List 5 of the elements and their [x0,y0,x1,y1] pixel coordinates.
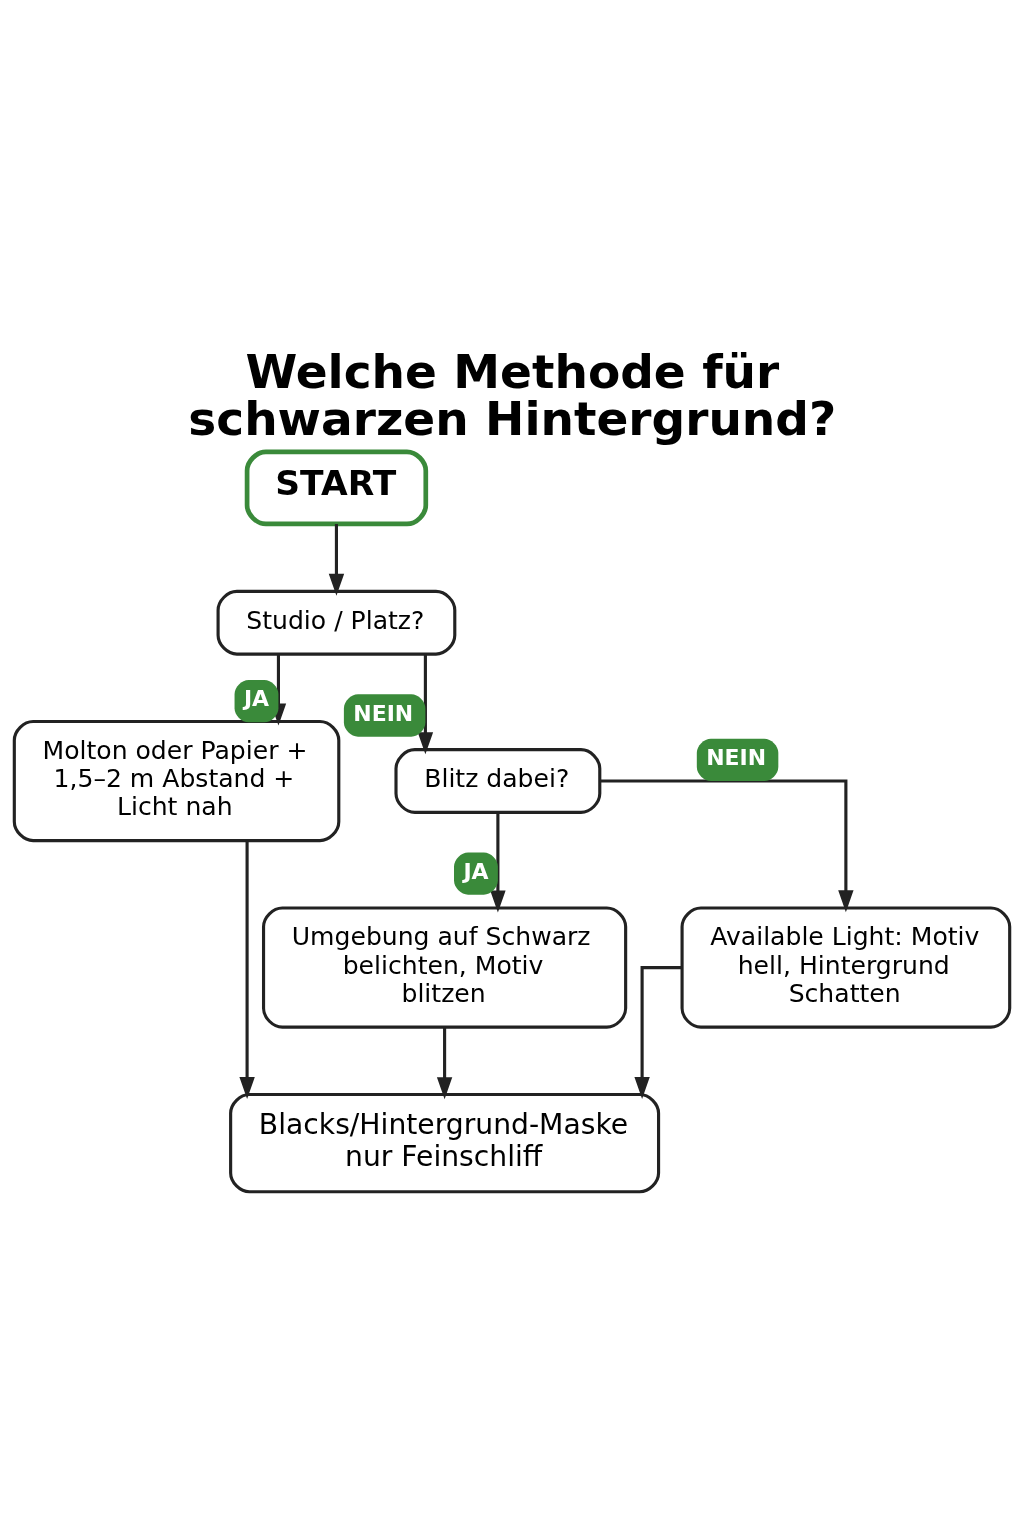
edge-label: NEIN [706,744,767,770]
edge-label: NEIN [353,700,414,726]
edge-label: JA [463,858,489,884]
diagram-title: Welche Methode für schwarzen Hintergrund? [188,343,837,446]
edge-label: JA [243,685,270,711]
